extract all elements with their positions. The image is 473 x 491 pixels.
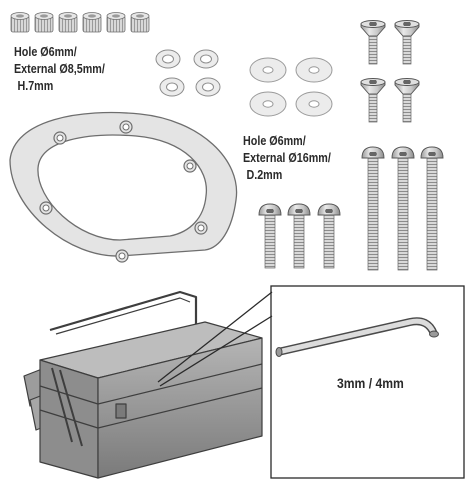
washer-spec-line: D.2mm [246,168,283,182]
spacer-icon [10,12,150,33]
washer-spec-label: Hole Ø6mm/ External Ø16mm/ D.2mm [243,133,331,184]
allen-key-icon [275,317,439,357]
large-washer-icon [249,57,333,117]
button-head-screw-icon [258,203,341,269]
allen-key-size-label: 3mm / 4mm [337,376,404,391]
spacer-spec-line: H.7mm [17,79,54,93]
flange-ring-icon [9,111,238,263]
toolbox-icon [23,290,263,479]
countersunk-screw-icon [360,20,420,123]
small-washer-icon [155,49,221,97]
washer-spec-line: Hole Ø6mm/ [243,134,306,148]
spacer-spec-label: Hole Ø6mm/ External Ø8,5mm/ H.7mm [14,44,105,95]
spacer-spec-line: Hole Ø6mm/ [14,45,77,59]
spacer-spec-line: External Ø8,5mm/ [14,62,105,76]
callout-leader-icon [157,285,465,479]
long-screw-icon [361,146,444,271]
washer-spec-line: External Ø16mm/ [243,151,331,165]
